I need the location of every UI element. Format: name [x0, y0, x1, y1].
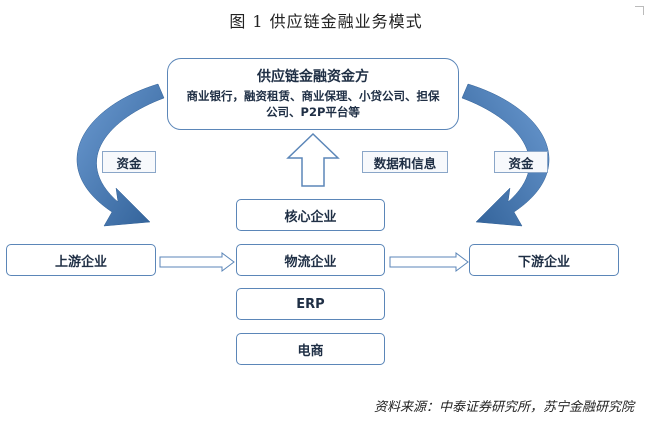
source-note: 资料来源：中泰证券研究所，苏宁金融研究院 [373, 400, 634, 415]
corner-mark [635, 6, 644, 15]
fund-label-left: 资金 [102, 151, 156, 173]
right-curved-arrow [461, 83, 550, 227]
funder-desc: 商业银行，融资租赁、商业保理、小贷公司、担保公司、P2P平台等 [186, 89, 440, 119]
fund-label-right: 资金 [494, 151, 548, 173]
up-arrow [286, 132, 340, 187]
ecommerce-box: 电商 [236, 333, 385, 365]
core-enterprise-box: 核心企业 [236, 199, 385, 231]
downstream-enterprise-box: 下游企业 [469, 244, 619, 276]
logistics-enterprise-box: 物流企业 [236, 244, 385, 276]
funder-box: 供应链金融资金方 商业银行，融资租赁、商业保理、小贷公司、担保公司、P2P平台等 [167, 58, 459, 130]
data-info-label: 数据和信息 [362, 151, 448, 173]
erp-box: ERP [236, 288, 385, 320]
funder-title: 供应链金融资金方 [257, 69, 369, 85]
logistics-to-downstream-arrow [389, 252, 469, 272]
upstream-enterprise-box: 上游企业 [6, 244, 156, 276]
left-curved-arrow [76, 83, 165, 227]
figure-title: 图 1 供应链金融业务模式 [229, 12, 423, 31]
upstream-to-logistics-arrow [159, 252, 235, 272]
